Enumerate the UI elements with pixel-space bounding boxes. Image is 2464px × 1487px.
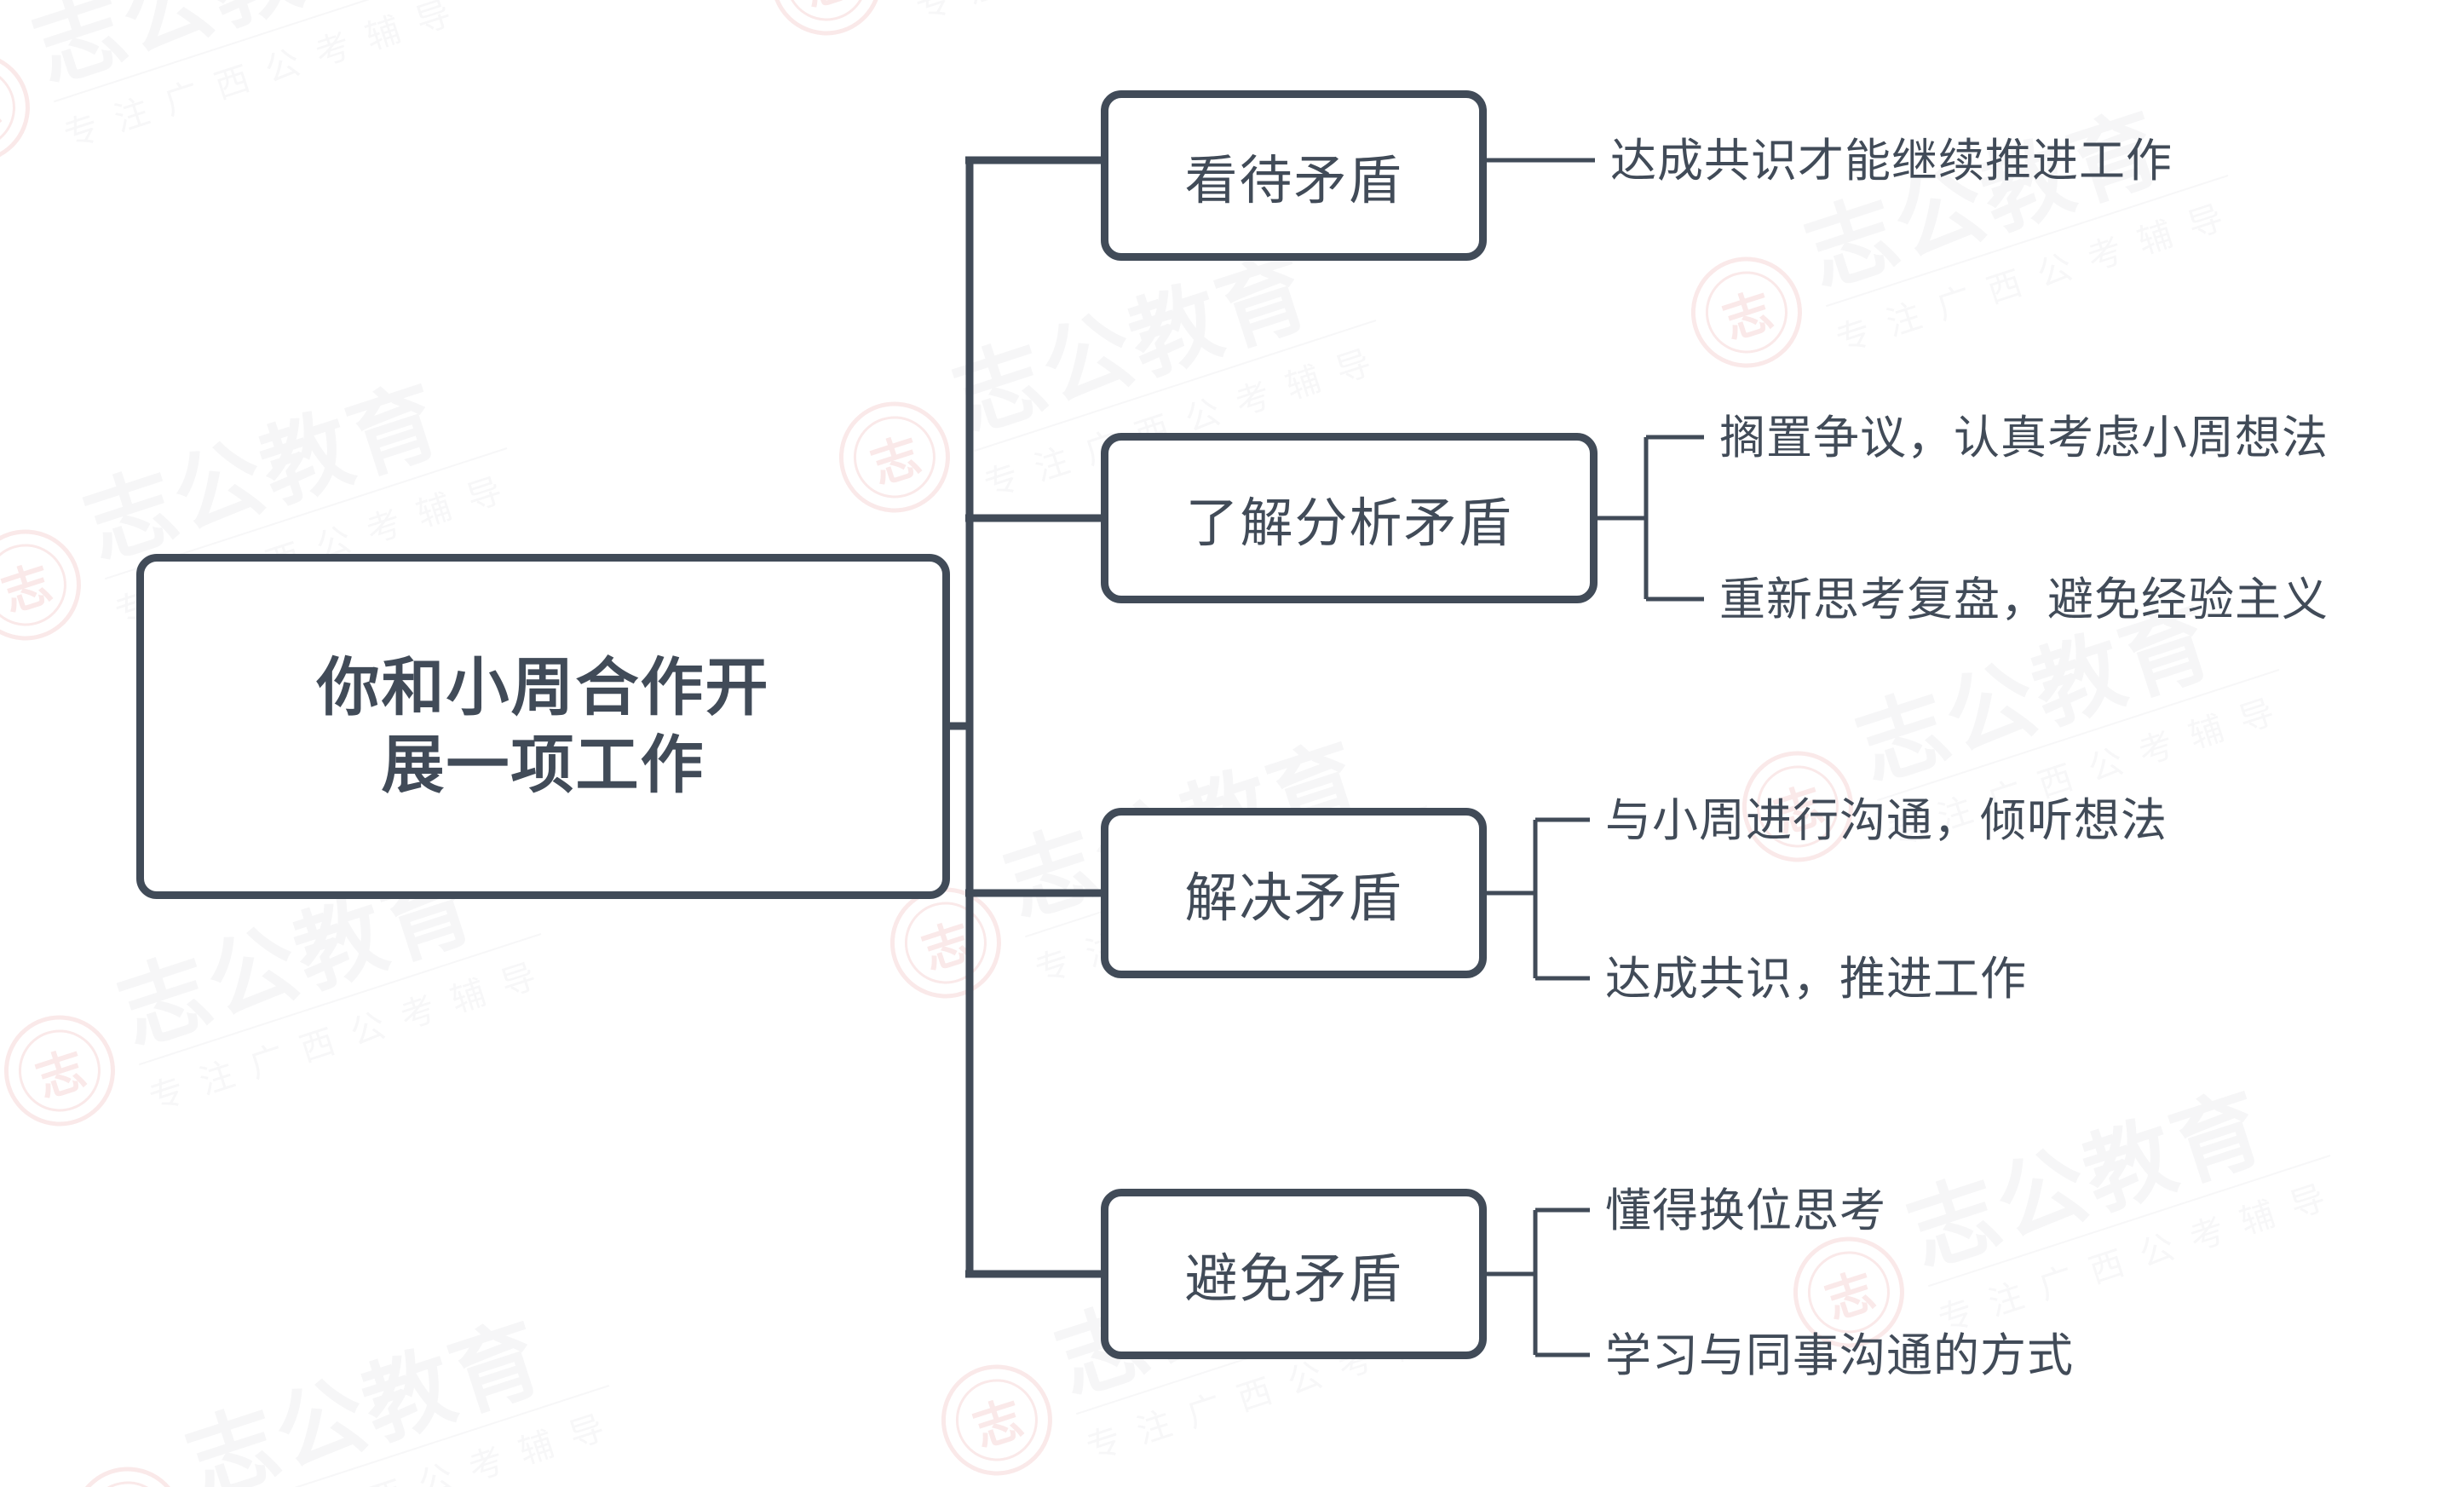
branch-node-3-label: 解决矛盾 [1184,869,1403,928]
leaf-label-4-1[interactable]: 懂得换位思考 [1605,1185,1886,1236]
branch-node-1-label: 看待矛盾 [1184,152,1403,210]
root-node-label-line2: 展一项工作 [381,729,705,800]
leaf-label-2-1[interactable]: 搁置争议，认真考虑小周想法 [1719,412,2329,464]
root-node[interactable]: 你和小周合作开 展一项工作 [136,554,950,899]
leaf-label-2-2[interactable]: 重新思考复盘，避免经验主义 [1719,574,2329,625]
leaf-label-3-1[interactable]: 与小周进行沟通，倾听想法 [1605,795,2168,846]
leaf-label-3-2[interactable]: 达成共识，推进工作 [1605,954,2027,1005]
leaf-label-4-2[interactable]: 学习与同事沟通的方式 [1605,1330,2074,1381]
branch-node-3[interactable]: 解决矛盾 [1101,808,1487,978]
leaf-label-1-1[interactable]: 达成共识才能继续推进工作 [1610,135,2173,187]
branch-node-4-label: 避免矛盾 [1184,1250,1403,1309]
branch-node-2-label: 了解分析矛盾 [1185,494,1513,553]
branch-node-1[interactable]: 看待矛盾 [1101,90,1487,261]
branch-node-4[interactable]: 避免矛盾 [1101,1189,1487,1359]
branch-node-2[interactable]: 了解分析矛盾 [1101,433,1598,603]
root-node-label-line1: 你和小周合作开 [316,652,770,723]
